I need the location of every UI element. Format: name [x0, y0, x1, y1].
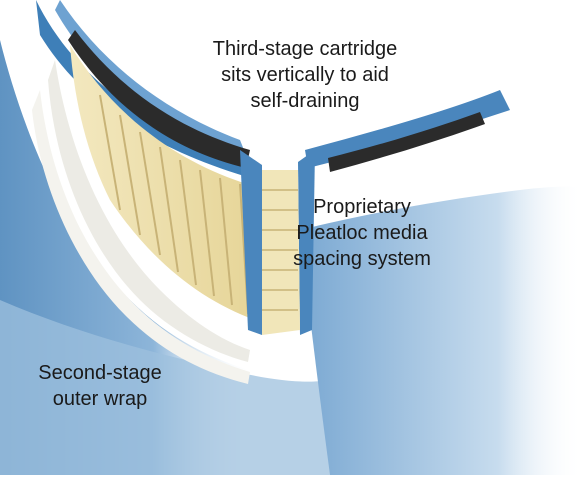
second-stage-outer-wrap-label: Second-stage outer wrap [10, 360, 190, 412]
third-stage-cartridge-label: Third-stage cartridge sits vertically to… [180, 36, 430, 114]
pleatloc-spacing-label: Proprietary Pleatloc media spacing syste… [262, 194, 462, 272]
